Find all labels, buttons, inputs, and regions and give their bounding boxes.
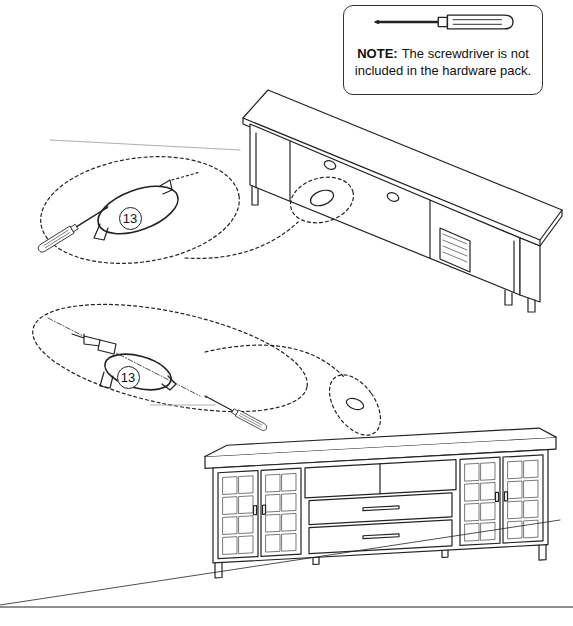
- glass-pane: [508, 501, 522, 519]
- callout-label: 13: [121, 370, 135, 385]
- glass-pane: [524, 480, 538, 498]
- glass-pane: [282, 513, 296, 531]
- glass-pane: [266, 494, 280, 512]
- detail-callout-bottom: [23, 284, 390, 444]
- glass-pane: [524, 520, 538, 538]
- glass-pane: [239, 496, 253, 514]
- glass-door: [503, 455, 543, 543]
- door-handle: [263, 505, 266, 514]
- floor-line: [0, 606, 573, 607]
- screwdriver: [37, 204, 111, 254]
- glass-pane: [223, 477, 237, 495]
- door-handle: [505, 492, 508, 501]
- glass-pane: [524, 460, 538, 478]
- glass-pane: [508, 521, 522, 539]
- door-handle: [496, 492, 499, 501]
- glass-pane: [465, 503, 479, 521]
- glass-pane: [282, 473, 296, 491]
- detail-callout-top: [34, 140, 298, 275]
- screwdriver: [203, 393, 268, 432]
- glass-door: [261, 468, 301, 556]
- screwdriver-icon: [375, 15, 513, 29]
- note-box: NOTE:The screwdriver is not included in …: [343, 5, 543, 95]
- door-handle: [254, 506, 257, 515]
- glass-pane: [223, 537, 237, 555]
- glass-pane: [481, 482, 495, 500]
- glass-pane: [223, 497, 237, 515]
- glass-pane: [282, 493, 296, 511]
- callout-label: 13: [123, 211, 137, 226]
- glass-door: [218, 471, 258, 559]
- glass-pane: [239, 476, 253, 494]
- note-heading: NOTE:: [357, 46, 397, 61]
- glass-pane: [282, 533, 296, 551]
- glass-pane: [481, 502, 495, 520]
- glass-pane: [266, 474, 280, 492]
- glass-pane: [508, 461, 522, 479]
- glass-pane: [266, 534, 280, 552]
- wall-line: [0, 520, 560, 605]
- glass-pane: [239, 536, 253, 554]
- callout-number: 13: [119, 207, 142, 230]
- glass-pane: [481, 462, 495, 480]
- glass-pane: [508, 481, 522, 499]
- glass-pane: [239, 516, 253, 534]
- glass-pane: [524, 500, 538, 518]
- glass-pane: [266, 514, 280, 532]
- cabinet-back-view: [243, 90, 562, 312]
- glass-pane: [465, 463, 479, 481]
- glass-pane: [223, 517, 237, 535]
- cabinet-front-view: [205, 427, 556, 578]
- callout-number: 13: [117, 366, 140, 389]
- glass-pane: [465, 483, 479, 501]
